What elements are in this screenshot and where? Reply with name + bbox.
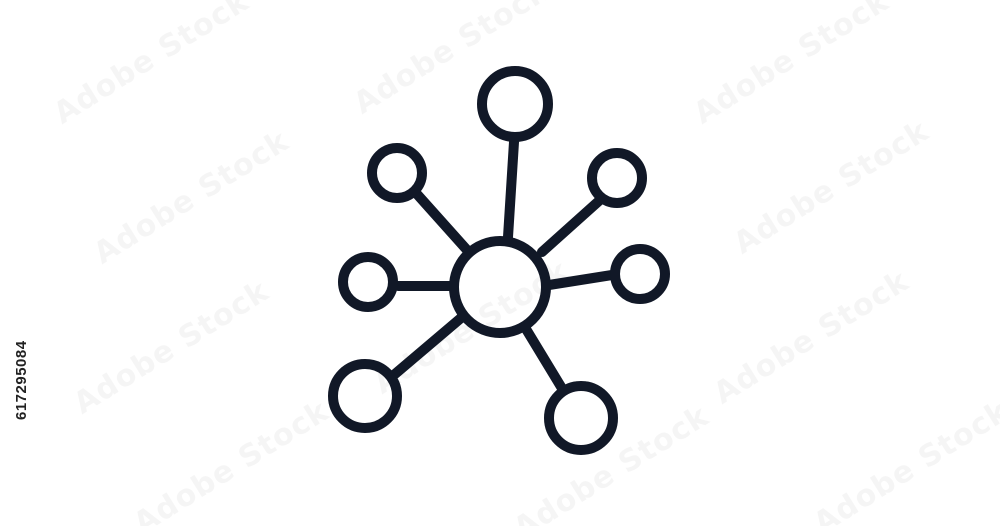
node-lower-left (328, 359, 402, 433)
node-upper-left (367, 143, 427, 203)
connector-line-right (544, 270, 617, 290)
hub-node (449, 236, 551, 338)
node-lower-right (544, 381, 618, 455)
node-upper-right (587, 148, 647, 208)
connector-line-upper-right (537, 195, 605, 257)
stock-image-id-label: 617295084 (13, 340, 30, 420)
node-right (610, 244, 670, 304)
connector-line-upper-left (411, 188, 472, 255)
node-left (338, 252, 398, 312)
connector-line-top (503, 137, 519, 242)
connector-line-lower-right (521, 324, 568, 395)
node-top (477, 66, 553, 142)
connector-line-lower-left (390, 313, 466, 379)
